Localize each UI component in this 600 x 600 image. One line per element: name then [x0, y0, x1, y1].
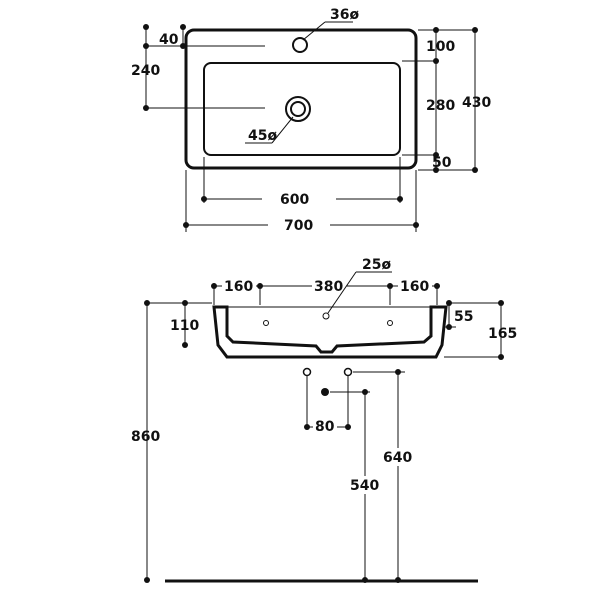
basin-outer-outline — [184, 28, 418, 170]
drain-hole-outer — [285, 96, 311, 122]
waste-outlet[interactable] — [321, 388, 329, 396]
tap-hole-side — [322, 312, 330, 320]
dim-tap-offset: 40 — [159, 32, 179, 48]
dim-total-width: 700 — [284, 218, 313, 234]
dim-front-rim: 50 — [432, 155, 452, 171]
side-view: 160 380 160 25ø 110 55 165 860 — [131, 257, 517, 583]
tap-hole — [292, 37, 308, 53]
dim-back-rim: 100 — [426, 39, 455, 55]
overflow-hole-left — [263, 320, 269, 326]
dim-tap-height: 110 — [170, 318, 199, 334]
dim-bowl-depth: 280 — [426, 98, 455, 114]
top-view: 40 240 36ø 45ø 100 280 50 430 — [131, 7, 491, 234]
dim-right-margin: 160 — [400, 279, 429, 295]
dim-basin-height: 165 — [488, 326, 517, 342]
bowl-inner-outline — [203, 62, 401, 156]
dim-fixing-spacing: 80 — [315, 419, 335, 435]
overflow-hole-right — [387, 320, 393, 326]
dim-rim-thickness: 55 — [454, 309, 473, 325]
basin-profile — [212, 305, 448, 359]
dim-center-span: 380 — [314, 279, 343, 295]
wall-fixing-left — [302, 367, 312, 377]
dim-waste-height: 540 — [350, 478, 379, 494]
dim-left-margin: 160 — [224, 279, 253, 295]
dim-total-depth: 430 — [462, 95, 491, 111]
dim-drain-hole: 45ø — [248, 128, 277, 144]
dim-floor-to-rim: 860 — [131, 429, 160, 445]
dim-waste-hole: 25ø — [362, 257, 391, 273]
dim-tap-hole: 36ø — [330, 7, 359, 23]
drain-hole-inner — [290, 101, 306, 117]
dim-bowl-offset: 240 — [131, 63, 160, 79]
dim-bowl-width: 600 — [280, 192, 309, 208]
wall-fixing-right — [343, 367, 353, 377]
dim-fixing-height: 640 — [383, 450, 412, 466]
